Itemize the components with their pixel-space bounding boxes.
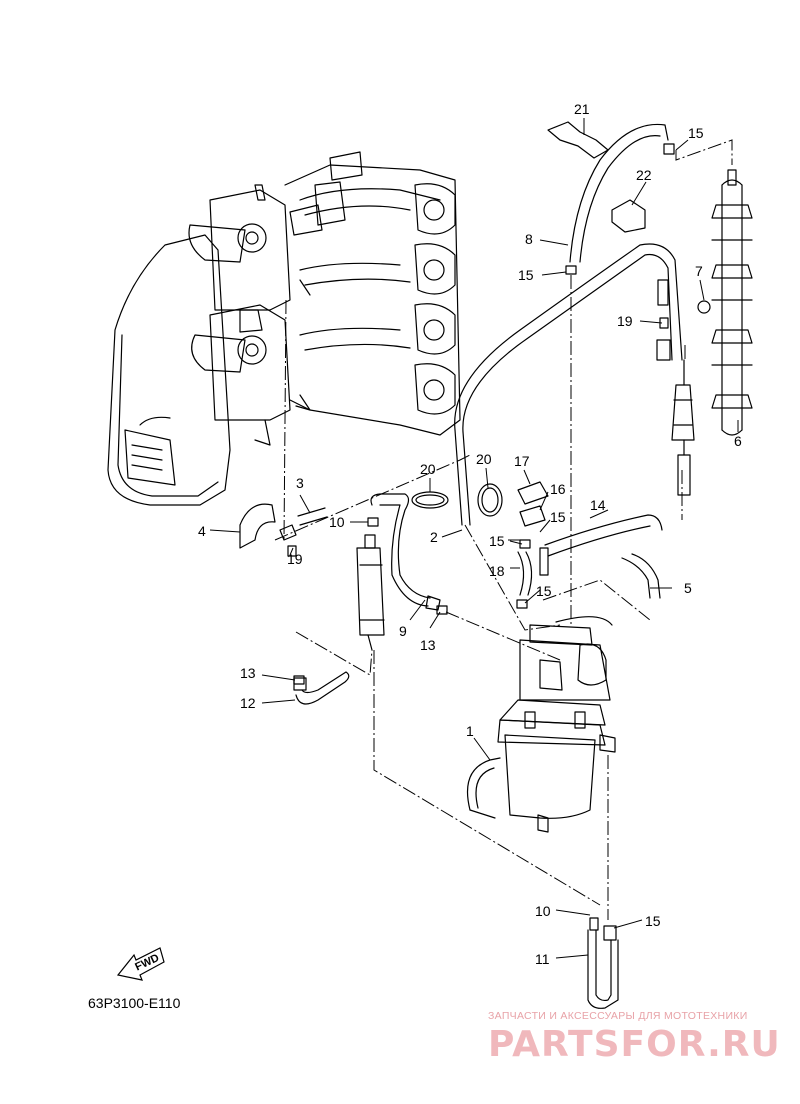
callout: 8 xyxy=(525,231,533,247)
callout: 17 xyxy=(514,453,530,469)
hose-4 xyxy=(239,503,297,549)
callout: 14 xyxy=(590,497,606,513)
callout: 15 xyxy=(489,533,505,549)
hose-5 xyxy=(621,553,661,599)
callout: 11 xyxy=(535,951,550,967)
callout: 18 xyxy=(489,563,505,579)
hose-1 xyxy=(466,757,501,819)
callout: 3 xyxy=(296,475,304,491)
hose-18 xyxy=(517,551,533,596)
hose-11 xyxy=(587,917,619,1009)
callout: 22 xyxy=(636,167,652,183)
callout: 7 xyxy=(695,263,703,279)
hose-12 xyxy=(293,671,350,705)
watermark-subtitle: ЗАПЧАСТИ И АКСЕССУАРЫ ДЛЯ МОТОТЕХНИКИ xyxy=(488,1010,748,1022)
intake-manifold xyxy=(107,151,461,506)
callout: 20 xyxy=(420,461,436,477)
callout: 15 xyxy=(688,125,704,141)
small-parts xyxy=(411,481,549,527)
separator xyxy=(356,534,385,651)
callout-labels: 21 15 22 8 15 7 19 6 3 20 20 17 16 4 10 … xyxy=(198,101,742,967)
fuel-filter xyxy=(671,359,695,496)
callout: 21 xyxy=(574,101,590,117)
callout: 15 xyxy=(536,583,552,599)
callout: 15 xyxy=(550,509,566,525)
diagram-code: 63P3100-E110 xyxy=(88,995,181,1011)
fuel-rail xyxy=(697,169,753,436)
callout: 13 xyxy=(420,637,436,653)
hose-22 xyxy=(454,199,683,526)
callout: 15 xyxy=(518,267,534,283)
watermark-logo: PARTSFOR.RU xyxy=(488,1024,781,1065)
fwd-arrow-icon: FWD xyxy=(116,947,165,981)
callout: 12 xyxy=(240,695,256,711)
callout: 13 xyxy=(240,665,256,681)
callout: 10 xyxy=(329,514,345,530)
callout: 10 xyxy=(535,903,551,919)
callout: 1 xyxy=(466,723,474,739)
callout: 16 xyxy=(550,481,566,497)
callout: 5 xyxy=(684,580,692,596)
hose-9 xyxy=(370,493,441,611)
callout: 6 xyxy=(734,433,742,449)
callout: 15 xyxy=(645,913,661,929)
hose-8 xyxy=(547,121,669,263)
callout: 4 xyxy=(198,523,206,539)
callout: 19 xyxy=(287,551,303,567)
hose-3 xyxy=(297,507,328,526)
hose-14 xyxy=(539,514,663,576)
vapor-separator-tank xyxy=(497,616,616,833)
callout: 2 xyxy=(430,529,438,545)
callout: 20 xyxy=(476,451,492,467)
callout: 19 xyxy=(617,313,633,329)
callout: 9 xyxy=(399,623,407,639)
